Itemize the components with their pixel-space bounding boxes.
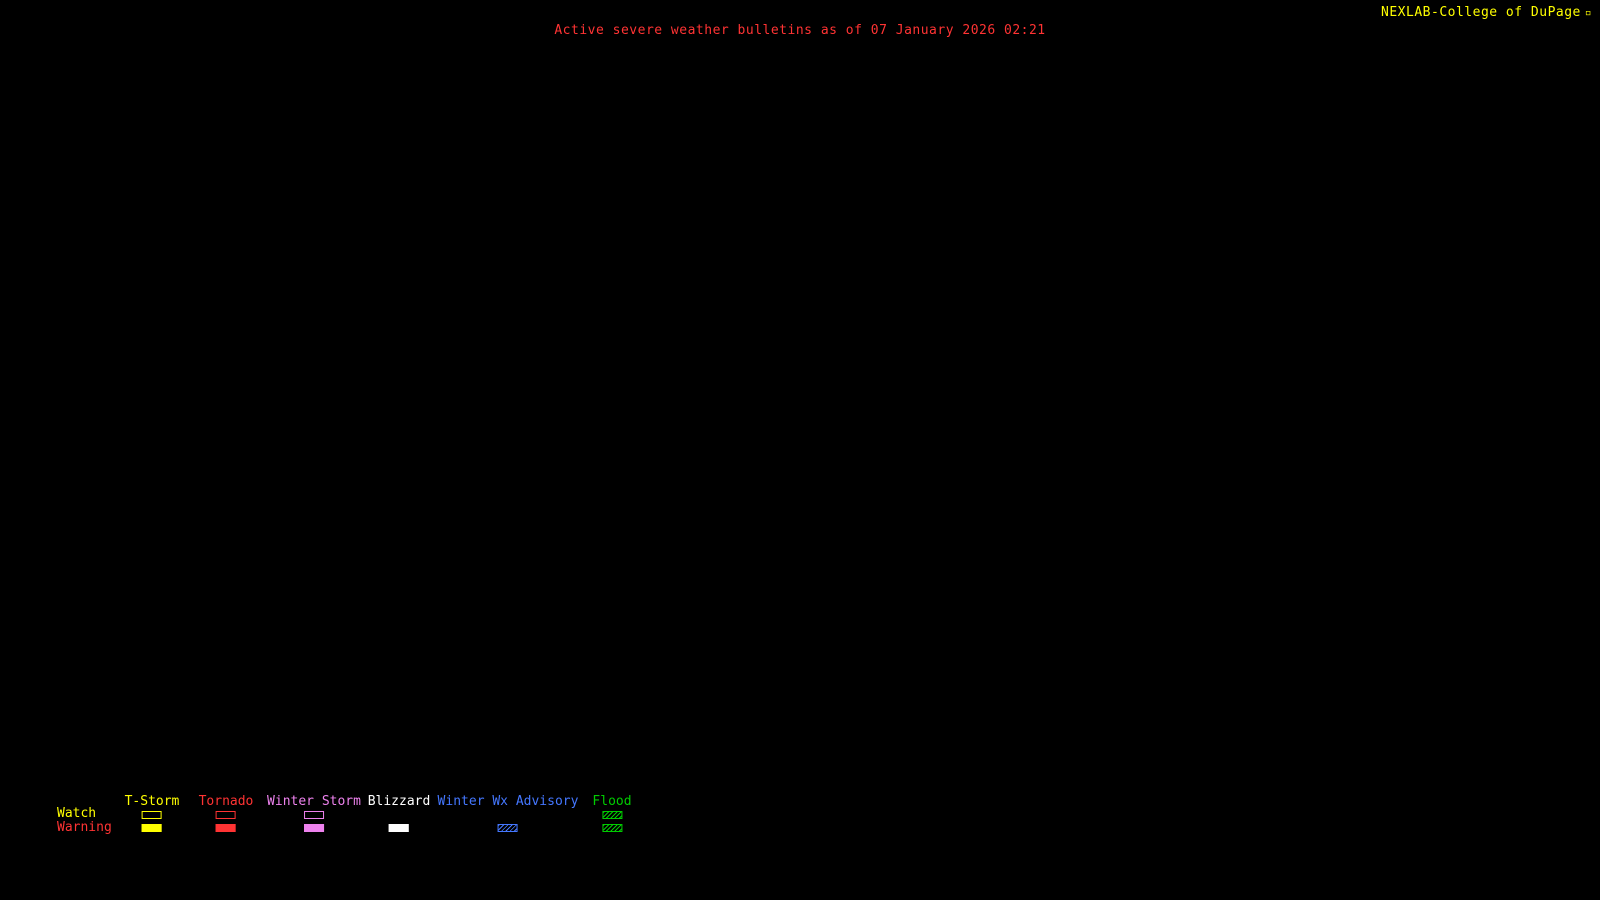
brand-text: NEXLAB-College of DuPage [1381,5,1581,20]
page-title: Active severe weather bulletins as of 07… [554,23,1046,38]
legend-col-label: Winter Storm [267,794,361,809]
brand-mark-icon: ▫ [1584,6,1592,19]
legend-swatch-winter-storm-watch [303,811,324,819]
legend-col-tstorm: T-Storm [124,794,180,832]
legend-swatch-winter-storm-warning [303,824,324,832]
legend-swatch-tstorm-warning [141,824,162,832]
legend-col-flood: Flood [592,794,632,832]
legend-swatch-flood-watch [601,811,622,819]
legend-col-winter-storm: Winter Storm [267,795,361,832]
brand: NEXLAB-College of DuPage ▫ [1381,5,1592,20]
legend-swatch-tstorm-watch [141,811,162,819]
legend-col-label: Winter Wx Advisory [437,794,579,809]
legend-swatch-blizzard-warning [389,824,409,832]
legend-swatch-tornado-watch [215,811,236,819]
legend-col-tornado: Tornado [198,794,254,832]
legend-swatch-flood-warning [601,824,622,832]
legend-col-label: Flood [592,794,632,809]
legend: Watch Warning T-Storm Tornado Winter Sto… [0,795,720,855]
legend-swatch-winter-wx-advisory-warning [497,824,518,832]
legend-col-label: Blizzard [367,794,431,809]
legend-col-winter-wx-advisory: Winter Wx Advisory [437,794,579,832]
legend-col-blizzard: Blizzard [367,794,431,832]
legend-col-label: T-Storm [124,794,180,809]
legend-swatch-tornado-warning [215,824,236,832]
legend-row-label-watch: Watch [57,806,97,821]
legend-col-label: Tornado [198,794,254,809]
legend-row-label-warning: Warning [57,820,112,835]
